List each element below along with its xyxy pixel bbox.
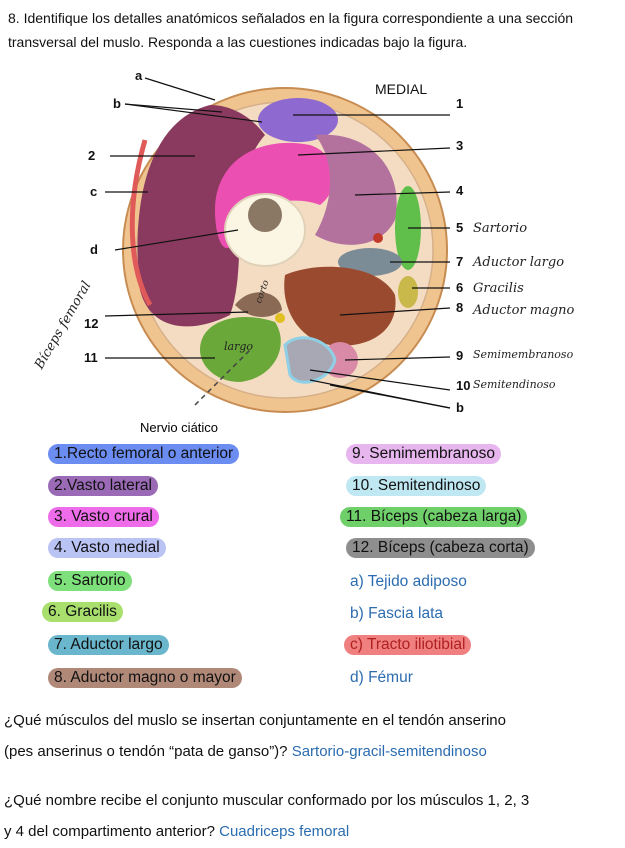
- hw-aductor-largo: Aductor largo: [472, 255, 564, 270]
- question-2: ¿Qué nombre recibe el conjunto muscular …: [4, 785, 625, 847]
- list-item-a: a) Tejido adiposo: [350, 573, 467, 590]
- rectus-femoris: [258, 98, 338, 142]
- femoral-artery: [373, 233, 383, 243]
- label-5: 5: [456, 220, 463, 235]
- label-8: 8: [456, 300, 463, 315]
- hw-largo: largo: [224, 340, 253, 353]
- label-2: 2: [88, 148, 95, 163]
- label-10: 10: [456, 378, 470, 393]
- list-item-4: 4. Vasto medial: [48, 538, 166, 558]
- label-3: 3: [456, 138, 463, 153]
- list-item-11: 11. Bíceps (cabeza larga): [340, 507, 528, 527]
- femur-marrow: [248, 198, 282, 232]
- list-item-7: 7. Aductor largo: [48, 635, 169, 655]
- hw-semitendinoso: Semitendinoso: [473, 378, 556, 391]
- thigh-cross-section-figure: a b 2 c d 12 11 MEDIAL 1 3 4 5 7 6 8 9 1…: [32, 68, 575, 435]
- label-sciatic-nerve: Nervio ciático: [140, 420, 218, 435]
- list-item-2: 2.Vasto lateral: [48, 476, 158, 496]
- label-1: 1: [456, 96, 463, 111]
- gracilis: [398, 276, 418, 308]
- question-2-answer: Cuadriceps femoral: [219, 823, 350, 840]
- question-1-line-2: (pes anserinus o tendón “pata de ganso”)…: [4, 736, 625, 767]
- list-item-b: b) Fascia lata: [350, 605, 444, 622]
- question-1-line-1: ¿Qué músculos del muslo se insertan conj…: [4, 712, 506, 729]
- sciatic-pointer-line: [194, 349, 251, 406]
- label-9: 9: [456, 348, 463, 363]
- biceps-short-head: [235, 292, 282, 317]
- list-item-10: 10. Semitendinoso: [346, 476, 487, 496]
- hw-semimembranoso: Semimembranoso: [473, 348, 574, 361]
- list-item-6: 6. Gracilis: [42, 602, 123, 622]
- biceps-long-head: [200, 317, 281, 382]
- vastus-lateralis: [137, 105, 265, 327]
- question-2-text: y 4 del compartimento anterior?: [4, 823, 220, 840]
- list-item-c: c) Tracto iliotibial: [344, 635, 472, 655]
- hw-aductor-magno: Aductor magno: [472, 303, 575, 318]
- label-11: 11: [84, 350, 98, 365]
- label-a: a: [135, 68, 143, 83]
- adductor-magnus: [284, 266, 396, 346]
- question-2-line-2: y 4 del compartimento anterior? Cuadrice…: [4, 816, 625, 847]
- label-c: c: [90, 184, 97, 199]
- label-4: 4: [456, 183, 464, 198]
- hw-gracilis: Gracilis: [473, 281, 524, 296]
- question-1: ¿Qué músculos del muslo se insertan conj…: [4, 705, 625, 767]
- sciatic-nerve: [275, 313, 285, 323]
- list-item-8: 8. Aductor magno o mayor: [48, 668, 242, 688]
- semitendinosus: [283, 336, 337, 384]
- question-title: 8. Identifique los detalles anatómicos s…: [8, 10, 574, 50]
- iliotibial-tract: [129, 139, 153, 307]
- vastus-medialis: [315, 134, 397, 245]
- list-item-12: 12. Bíceps (cabeza corta): [346, 538, 535, 558]
- adductor-longus: [338, 248, 402, 276]
- list-item-d: d) Fémur: [350, 669, 413, 686]
- label-6: 6: [456, 280, 463, 295]
- question-1-answer: Sartorio-gracil-semitendinoso: [291, 743, 487, 760]
- label-b-left: b: [113, 96, 121, 111]
- list-item-9: 9. Semimembranoso: [346, 444, 502, 464]
- list-item-3: 3. Vasto crural: [48, 507, 159, 527]
- question-1-text: (pes anserinus o tendón “pata de ganso”)…: [4, 743, 292, 760]
- pointer-lines: [104, 77, 451, 409]
- label-b-right: b: [456, 400, 464, 415]
- label-medial: MEDIAL: [375, 81, 427, 97]
- label-d: d: [90, 242, 98, 257]
- label-7: 7: [456, 254, 463, 269]
- hw-sartorio: Sartorio: [473, 221, 527, 236]
- list-item-5: 5. Sartorio: [48, 571, 132, 591]
- label-12: 12: [84, 316, 98, 331]
- question-2-line-1: ¿Qué nombre recibe el conjunto muscular …: [4, 792, 530, 809]
- list-item-1: 1.Recto femoral o anterior: [48, 444, 240, 464]
